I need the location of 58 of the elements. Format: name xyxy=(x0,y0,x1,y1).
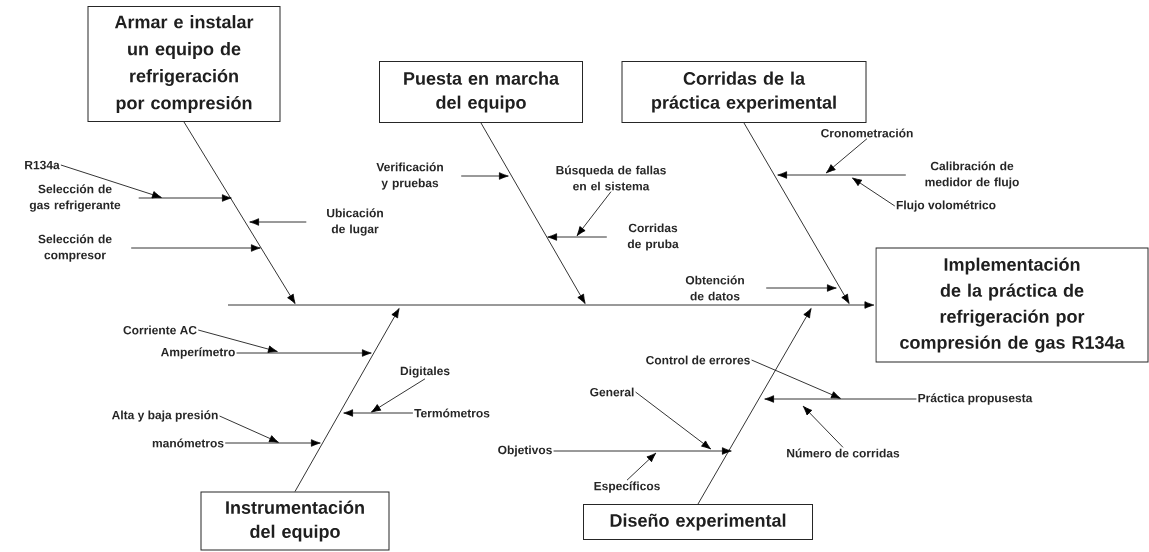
cause-label: Calibración de medidor de flujo xyxy=(925,161,1019,189)
arrow xyxy=(777,171,907,179)
arrow xyxy=(236,349,372,357)
arrow xyxy=(480,122,586,304)
category-box: Diseño experimental xyxy=(583,504,813,540)
cause-label: Alta y baja presión xyxy=(111,410,218,422)
arrow xyxy=(460,172,509,180)
arrow xyxy=(576,191,612,237)
arrow xyxy=(138,194,232,202)
arrow xyxy=(183,121,296,304)
arrow xyxy=(224,439,321,447)
effect-box: Implementación de la práctica de refrigeración por compresión de gas R134a xyxy=(875,247,1149,363)
arrow xyxy=(219,415,279,443)
cause-label: Obtención de datos xyxy=(685,275,744,301)
category-box: Corridas de la práctica experimental xyxy=(621,61,867,123)
cause-label: Específicos xyxy=(594,481,660,493)
cause-label: R134a xyxy=(25,160,60,170)
arrow xyxy=(547,233,608,241)
cause-label: Control de errores xyxy=(646,355,750,365)
arrow xyxy=(130,244,261,252)
arrow xyxy=(751,359,841,399)
arrow xyxy=(765,284,837,292)
cause-label: Número de corridas xyxy=(787,448,900,458)
cause-label: Cronometración xyxy=(821,128,913,138)
cause-label: Práctica propusesta xyxy=(918,393,1033,405)
cause-label: Selección de compresor xyxy=(38,234,112,262)
arrow xyxy=(553,447,732,455)
arrow xyxy=(371,378,426,413)
arrow xyxy=(294,308,400,492)
arrow xyxy=(626,452,657,481)
arrow xyxy=(802,405,844,448)
cause-label: Amperímetro xyxy=(160,347,235,359)
arrow xyxy=(635,391,712,450)
arrow xyxy=(764,395,917,403)
arrow xyxy=(249,218,307,226)
arrow xyxy=(743,122,850,304)
category-box: Instrumentación del equipo xyxy=(200,491,390,551)
cause-label: Termómetros xyxy=(414,408,490,418)
cause-label: Ubicación de lugar xyxy=(327,208,383,236)
arrow xyxy=(343,409,414,417)
category-box: Armar e instalar un equipo de refrigeración por compresión xyxy=(87,6,281,122)
arrow xyxy=(197,329,278,353)
cause-label: Corriente AC xyxy=(123,325,197,335)
cause-label: Selección de gas refrigerante xyxy=(29,184,121,212)
arrow xyxy=(697,308,812,505)
cause-label: manómetros xyxy=(152,438,224,448)
cause-label: Flujo volométrico xyxy=(896,200,996,212)
category-box: Puesta en marcha del equipo xyxy=(379,61,583,123)
arrow xyxy=(852,177,896,207)
arrow xyxy=(825,138,868,174)
cause-label: Búsqueda de fallas en el sistema xyxy=(556,165,666,191)
cause-label: Digitales xyxy=(400,366,450,378)
cause-label: Verificación y pruebas xyxy=(376,162,443,190)
cause-label: General xyxy=(590,387,634,397)
cause-label: Objetivos xyxy=(498,445,552,457)
spine-arrow xyxy=(227,301,875,309)
cause-label: Corridas de pruba xyxy=(627,223,679,251)
arrow xyxy=(60,164,162,199)
